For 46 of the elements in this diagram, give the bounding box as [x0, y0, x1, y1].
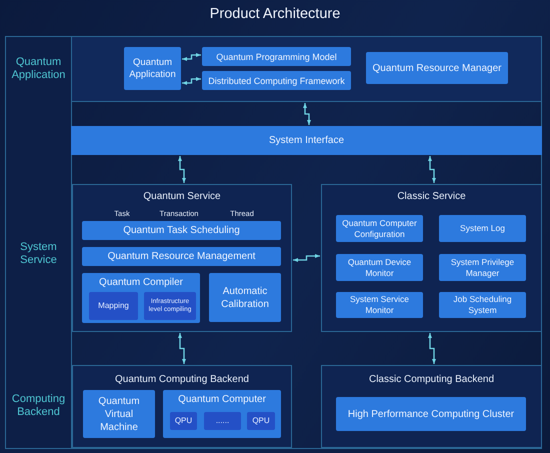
bidirectional-arrow — [182, 53, 201, 61]
interface-bar: System Interface — [71, 126, 542, 155]
layer-panel — [71, 36, 542, 102]
group-heading: Quantum Computer — [178, 394, 266, 406]
module-box: Job Scheduling System — [439, 292, 526, 318]
module-box: Quantum Resource Management — [82, 247, 281, 266]
section-panel — [72, 184, 292, 332]
module-box: Quantum Programming Model — [202, 47, 351, 66]
panel-heading: Quantum Service — [143, 191, 221, 203]
bidirectional-arrow — [428, 156, 436, 183]
layer-label: Quantum Application — [12, 56, 66, 82]
bidirectional-arrow — [178, 333, 186, 364]
layer-label: System Service — [20, 241, 57, 267]
module-box: Quantum Virtual Machine — [83, 390, 155, 438]
section-panel — [72, 365, 292, 448]
panel-heading: Quantum Computing Backend — [115, 374, 249, 386]
group-heading: Quantum Compiler — [99, 277, 183, 289]
submodule-box: ...... — [204, 412, 241, 430]
layer-column — [5, 36, 72, 449]
panel-heading: Classic Service — [397, 191, 466, 203]
bidirectional-arrow — [293, 254, 320, 262]
section-panel — [321, 184, 542, 332]
module-box: Quantum Computer Configuration — [336, 215, 423, 242]
module-box: System Log — [439, 215, 526, 242]
module-box: Quantum Task Scheduling — [82, 221, 281, 240]
bidirectional-arrow — [428, 333, 436, 364]
module-box: Automatic Calibration — [209, 273, 281, 322]
submodule-box: QPU — [247, 412, 275, 430]
submodule-box: Mapping — [89, 292, 138, 320]
module-box: Quantum Application — [124, 47, 181, 90]
bidirectional-arrow — [182, 77, 201, 85]
panel-heading: Classic Computing Backend — [368, 374, 494, 386]
module-group-box — [82, 273, 200, 323]
section-panel — [321, 365, 542, 448]
submodule-box: QPU — [170, 412, 197, 430]
module-box: Distributed Computing Framework — [202, 71, 351, 90]
module-box: Quantum Device Monitor — [336, 254, 423, 281]
module-box: Quantum Resource Manager — [366, 52, 508, 84]
bidirectional-arrow — [303, 103, 311, 125]
module-box: System Privilege Manager — [439, 254, 526, 281]
layer-label: Computing Backend — [12, 393, 66, 419]
module-box: System Service Monitor — [336, 292, 423, 318]
module-group-box — [163, 390, 281, 438]
diagram-title: Product Architecture — [210, 5, 340, 23]
module-box: High Performance Computing Cluster — [336, 397, 526, 431]
bidirectional-arrow — [178, 156, 186, 183]
